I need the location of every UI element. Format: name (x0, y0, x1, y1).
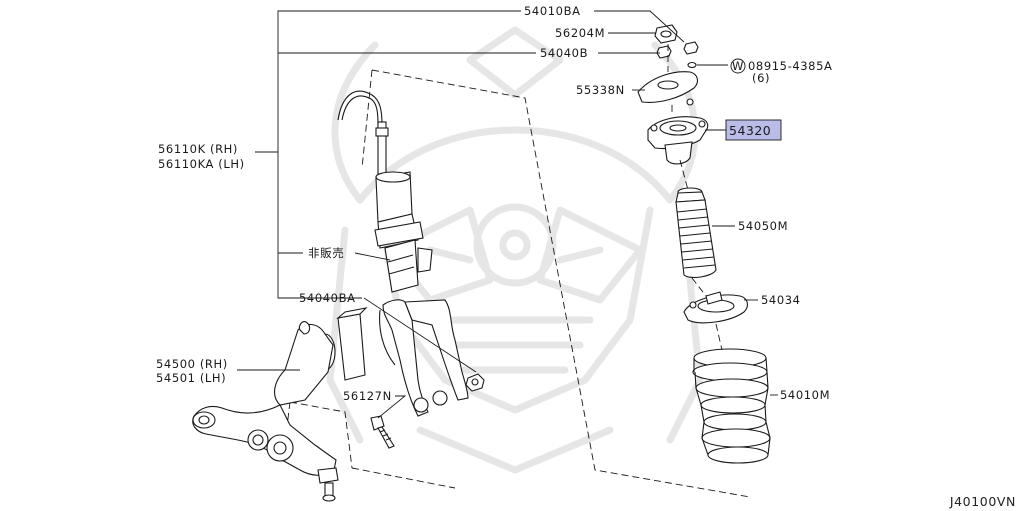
label-54320: 54320 (729, 123, 771, 138)
bound-bumper (675, 187, 717, 279)
label-54040B: 54040B (540, 46, 588, 60)
label-54010BA: 54010BA (524, 4, 581, 18)
label-54501-LH: 54501 (LH) (156, 371, 226, 385)
label-not-for-sale: 非販売 (308, 246, 344, 260)
label-54050M: 54050M (738, 219, 788, 233)
label-54500-RH: 54500 (RH) (156, 357, 228, 371)
washer-symbol: W (730, 58, 746, 74)
top-hardware (654, 24, 699, 69)
strut-assembly (337, 90, 469, 417)
strut-mount-cover (637, 71, 699, 106)
lower-control-arm (192, 307, 368, 502)
label-56204M: 56204M (555, 26, 605, 40)
bolt (370, 415, 395, 449)
reference-code: J40100VN (949, 494, 1016, 509)
label-08915-4385A: 08915-4385A (748, 59, 832, 73)
coil-spring (692, 348, 771, 464)
label-56110KA-LH: 56110KA (LH) (158, 157, 245, 171)
label-54040BA: 54040BA (299, 291, 356, 305)
spring-seat (683, 291, 749, 324)
label-washer-qty: (6) (752, 71, 770, 85)
leader-lines (237, 10, 778, 419)
label-56127N: 56127N (343, 389, 392, 403)
watermark-logo (326, 26, 704, 474)
strut-knuckle-nut (465, 373, 485, 392)
strut-mount (647, 116, 709, 165)
label-54034: 54034 (761, 293, 801, 307)
highlight-box-54320 (725, 119, 782, 141)
label-55338N: 55338N (576, 83, 625, 97)
washer-symbol-letter: W (732, 59, 744, 73)
label-54010M: 54010M (780, 388, 830, 402)
label-56110K-RH: 56110K (RH) (158, 142, 238, 156)
